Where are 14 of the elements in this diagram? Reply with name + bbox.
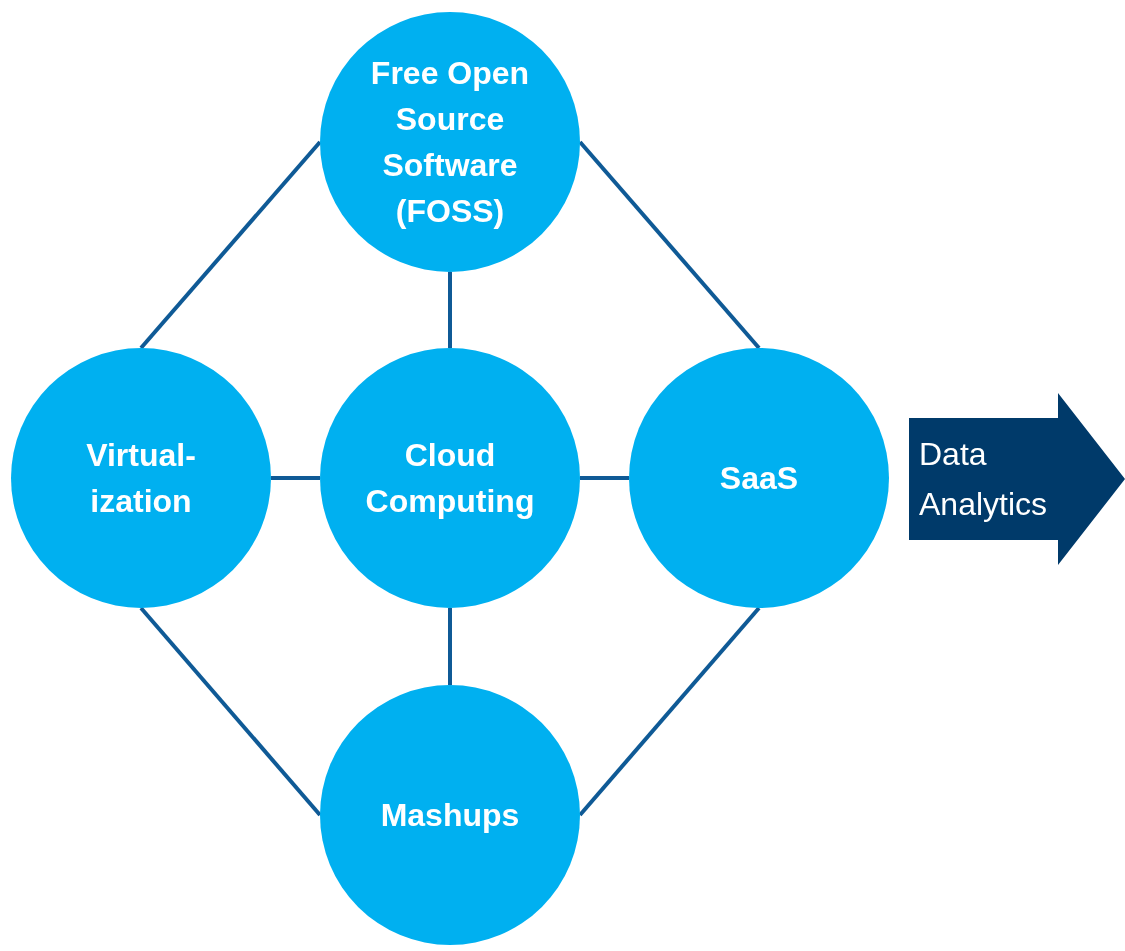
concept-label: Virtual- ization: [85, 436, 197, 521]
connector-line: [448, 608, 452, 685]
connector-line: [139, 140, 322, 350]
concept-label: SaaS: [718, 459, 800, 498]
concept-label: Cloud Computing: [364, 436, 536, 521]
connector-line: [139, 606, 322, 817]
connector-line: [580, 476, 629, 480]
connector-line: [271, 476, 320, 480]
connector-line: [578, 606, 761, 817]
connector-line: [448, 272, 452, 348]
concept-label: Free Open Source Software (FOSS): [369, 54, 531, 231]
connector-line: [578, 140, 761, 350]
concept-label: Mashups: [379, 796, 521, 835]
output-label: Data Analytics: [919, 435, 1049, 524]
